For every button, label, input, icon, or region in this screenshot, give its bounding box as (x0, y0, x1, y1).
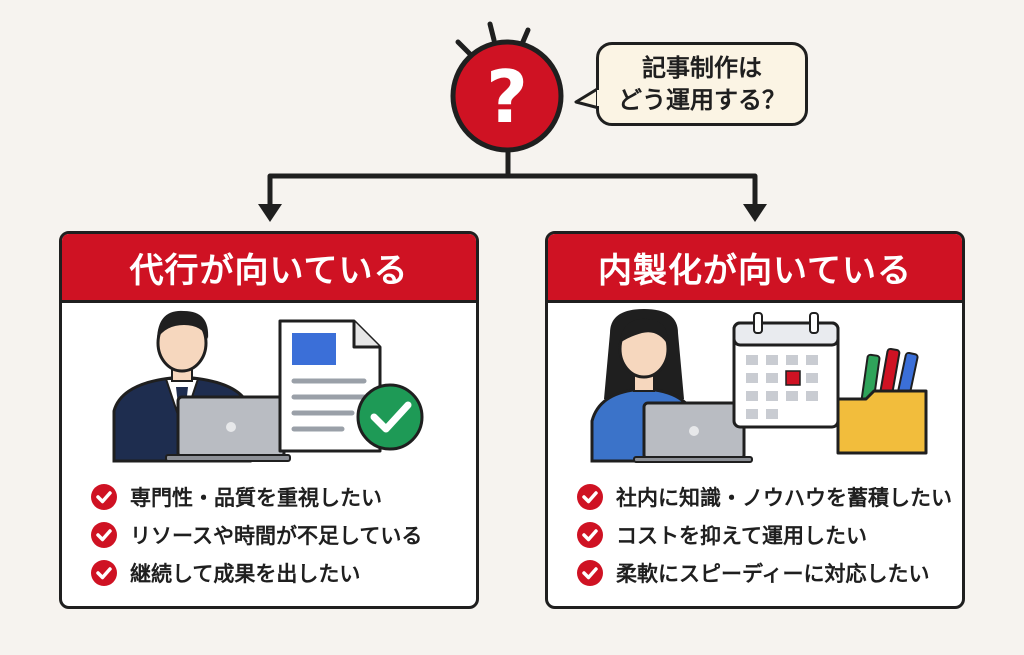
inhouse-illustration (590, 309, 928, 463)
check-text: 柔軟にスピーディーに対応したい (616, 562, 930, 586)
inhouse-checklist: 社内に知識・ノウハウを蓄積したい コストを抑えて運用したい 柔軟にスピーディーに… (576, 478, 952, 592)
panel-title-inhouse: 内製化が向いている (548, 234, 962, 303)
list-item: 社内に知識・ノウハウを蓄積したい (576, 478, 952, 516)
arrow-right-head (743, 204, 767, 222)
list-item: コストを抑えて運用したい (576, 516, 952, 554)
check-icon (577, 484, 603, 510)
check-icon (577, 522, 603, 548)
panel-outsourcing: 代行が向いている (59, 231, 479, 609)
check-text: 専門性・品質を重視したい (130, 486, 382, 510)
question-symbol: ? (486, 55, 528, 139)
document-icon (278, 319, 382, 453)
check-text: 継続して成果を出したい (130, 562, 361, 586)
outsourcing-checklist: 専門性・品質を重視したい リソースや時間が不足している 継続して成果を出したい (90, 478, 422, 592)
laptop-icon (165, 395, 291, 462)
laptop-icon (633, 401, 753, 463)
check-icon (91, 522, 117, 548)
arrow-left-head (258, 204, 282, 222)
panel-inhouse: 内製化が向いている (545, 231, 965, 609)
check-icon (91, 484, 117, 510)
calendar-icon (732, 312, 840, 429)
check-icon (577, 560, 603, 586)
check-icon (91, 560, 117, 586)
bubble-line-1: 記事制作は (642, 54, 762, 82)
bubble-line-2: どう運用する？ (618, 86, 786, 114)
check-text: 社内に知識・ノウハウを蓄積したい (616, 486, 952, 510)
folder-icon (836, 347, 928, 455)
burst-lines (455, 21, 531, 57)
panel-title-outsourcing: 代行が向いている (62, 234, 476, 303)
list-item: 専門性・品質を重視したい (90, 478, 422, 516)
list-item: リソースや時間が不足している (90, 516, 422, 554)
list-item: 柔軟にスピーディーに対応したい (576, 554, 952, 592)
outsourcing-illustration (112, 310, 424, 463)
check-badge-icon (356, 383, 424, 451)
check-text: コストを抑えて運用したい (616, 524, 867, 548)
list-item: 継続して成果を出したい (90, 554, 422, 592)
branch-connector (267, 148, 758, 206)
check-text: リソースや時間が不足している (130, 524, 423, 548)
question-icon (450, 39, 564, 153)
speech-bubble: 記事制作は どう運用する？ (596, 42, 808, 126)
